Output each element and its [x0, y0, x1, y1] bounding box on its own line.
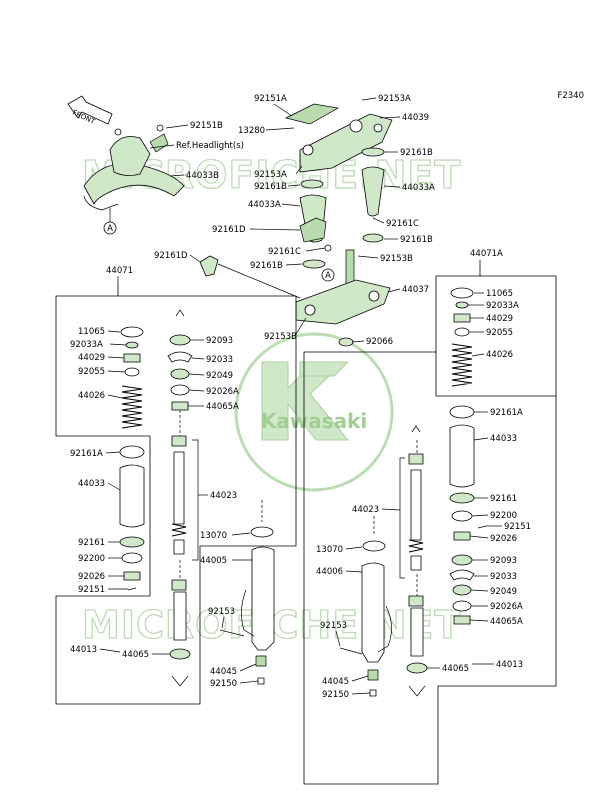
label-left-44005: 44005	[200, 556, 227, 566]
label-92161C-right: 92161C	[386, 219, 419, 229]
label-right-92049: 92049	[490, 587, 517, 597]
label-92153B-2: 92153B	[264, 332, 297, 342]
label-left-13070: 13070	[200, 531, 227, 541]
label-92161C-left: 92161C	[268, 247, 301, 257]
label-92161B-1: 92161B	[400, 148, 433, 158]
label-44037: 44037	[402, 285, 429, 295]
label-left-44023: 44023	[210, 491, 237, 501]
label-left-44065A: 44065A	[206, 402, 239, 412]
label-left-44033: 44033	[78, 479, 105, 489]
label-92161B-3: 92161B	[400, 235, 433, 245]
label-left-92151: 92151	[78, 585, 105, 595]
label-right-44033: 44033	[490, 434, 517, 444]
label-right-92033: 92033	[490, 572, 517, 582]
label-left-44013: 44013	[70, 645, 97, 655]
label-92066: 92066	[366, 337, 393, 347]
callout-a-left-label: A	[107, 224, 113, 234]
label-left-92033: 92033	[206, 355, 233, 365]
label-92151A: 92151A	[254, 94, 287, 104]
label-left-92093: 92093	[206, 336, 233, 346]
right-fork-assembly: 44071A	[303, 249, 557, 785]
label-left-92161: 92161	[78, 538, 105, 548]
label-44033B: 44033B	[186, 171, 219, 181]
label-right-92093: 92093	[490, 556, 517, 566]
label-right-92161: 92161	[490, 494, 517, 504]
label-left-11065: 11065	[78, 327, 105, 337]
label-right-44013: 44013	[496, 660, 523, 670]
logo-text: Kawasaki	[261, 409, 368, 433]
callout-a-left: A	[103, 208, 117, 235]
upper-fork-covers	[299, 147, 385, 269]
label-right-92026A: 92026A	[490, 602, 523, 612]
label-right-44023: 44023	[352, 505, 379, 515]
label-left-92200: 92200	[78, 554, 105, 564]
label-92161B-2: 92161B	[254, 182, 287, 192]
label-right-92200: 92200	[490, 511, 517, 521]
label-92153A: 92153A	[378, 94, 411, 104]
label-left-92033A: 92033A	[70, 340, 103, 350]
label-left-92049: 92049	[206, 371, 233, 381]
label-right-13070: 13070	[316, 545, 343, 555]
label-44071: 44071	[106, 266, 133, 276]
label-right-44065: 44065	[442, 664, 469, 674]
label-right-44045: 44045	[322, 677, 349, 687]
kawasaki-logo: Kawasaki	[234, 332, 394, 492]
label-92153A-2: 92153A	[254, 170, 287, 180]
label-92161D-2: 92161D	[154, 251, 188, 261]
label-left-92026A: 92026A	[206, 387, 239, 397]
label-right-11065: 11065	[486, 289, 513, 299]
label-left-92161A: 92161A	[70, 449, 103, 459]
label-right-92161A: 92161A	[490, 408, 523, 418]
label-left-44045: 44045	[210, 667, 237, 677]
label-right-92055: 92055	[486, 328, 513, 338]
label-44039: 44039	[402, 113, 429, 123]
lower-triple-clamp	[199, 249, 391, 347]
ref-headlight-label: Ref.Headlight(s)	[176, 141, 244, 151]
label-92161D-1: 92161D	[212, 225, 246, 235]
diagram-code: F2340	[557, 91, 584, 101]
upper-triple-clamp	[284, 103, 393, 173]
front-arrow-icon: FRONT	[67, 95, 113, 126]
label-right-92151: 92151	[504, 522, 531, 532]
label-44071A: 44071A	[470, 249, 503, 259]
callout-a-center: A	[321, 268, 335, 282]
callout-a-center-label: A	[325, 271, 331, 281]
top-labels: 92151A 92153A 13280 44039 92151B Ref.Hea…	[149, 94, 435, 347]
label-right-92150: 92150	[322, 690, 349, 700]
label-right-92026: 92026	[490, 534, 517, 544]
label-right-44029: 44029	[486, 314, 513, 324]
label-13280: 13280	[238, 126, 265, 136]
label-left-92153: 92153	[208, 607, 235, 617]
label-44033A-left: 44033A	[248, 200, 281, 210]
label-right-44026: 44026	[486, 350, 513, 360]
label-92161B-4: 92161B	[250, 261, 283, 271]
label-left-92150: 92150	[210, 679, 237, 689]
label-92153B-1: 92153B	[380, 254, 413, 264]
label-left-92026: 92026	[78, 572, 105, 582]
label-right-44065A: 44065A	[490, 617, 523, 627]
label-left-44026: 44026	[78, 391, 105, 401]
label-left-44065: 44065	[122, 650, 149, 660]
label-44033A-right: 44033A	[402, 183, 435, 193]
label-right-92153: 92153	[320, 621, 347, 631]
label-right-92033A: 92033A	[486, 301, 519, 311]
label-92151B: 92151B	[190, 121, 223, 131]
label-left-44029: 44029	[78, 353, 105, 363]
label-left-92055: 92055	[78, 367, 105, 377]
left-fork-assembly: 44071	[55, 266, 297, 705]
label-right-44006: 44006	[316, 567, 343, 577]
headlight-bracket	[83, 124, 185, 211]
